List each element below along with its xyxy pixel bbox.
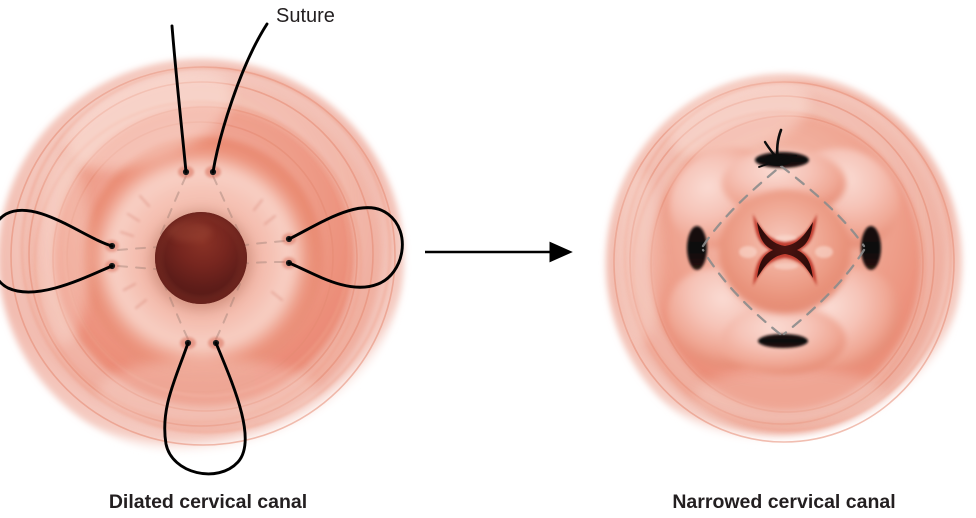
tissue-highlight-lower	[98, 358, 318, 426]
os-gloss-right	[815, 246, 833, 258]
dashed-suture-line	[701, 164, 866, 336]
cleft-bottom	[758, 334, 808, 348]
dilated-os-gloss	[168, 222, 212, 242]
cleft-right	[861, 226, 881, 270]
os-gloss-bottom	[774, 262, 798, 270]
caption-narrowed: Narrowed cervical canal	[672, 491, 895, 513]
dilated-cervix-panel: Dilated cervical canal	[0, 22, 404, 513]
caption-dilated: Dilated cervical canal	[109, 491, 307, 513]
tissue-highlight-upper	[67, 70, 233, 170]
tissue-highlight-left-right	[618, 172, 662, 344]
os-gloss-top	[775, 235, 797, 241]
suture-loop-bottom	[163, 341, 247, 476]
tissue-highlight-left	[38, 155, 90, 345]
os-dark-slit	[757, 222, 813, 278]
suture-thread-top-left	[170, 24, 188, 174]
suture-threads	[0, 22, 404, 476]
cleft-left	[687, 226, 707, 270]
os-gloss-left	[739, 246, 757, 258]
suture-label: Suture	[276, 5, 335, 27]
suture-loop-right	[287, 206, 404, 289]
narrowed-cervix-panel: Narrowed cervical canal	[606, 74, 962, 513]
subsurface-ray-marks	[119, 194, 284, 310]
tissue-highlight-upper-right	[670, 82, 810, 158]
suture-loop-left	[0, 208, 114, 294]
suture-knot	[758, 128, 798, 168]
narrowed-cervical-os	[739, 214, 833, 286]
suture-thread-top-right	[211, 22, 269, 174]
tissue-highlight-lower-right	[694, 368, 886, 424]
